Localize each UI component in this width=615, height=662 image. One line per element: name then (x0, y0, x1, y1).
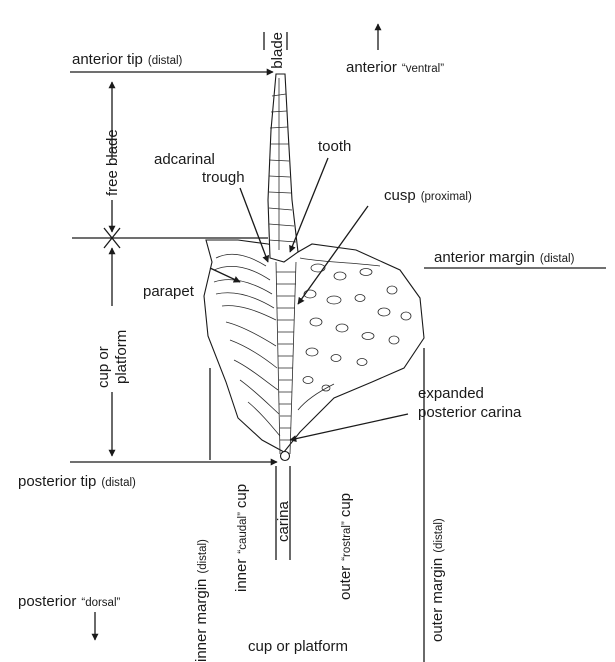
carina-label: carina (275, 500, 292, 542)
outer-cup-label: outer“rostral”cup (337, 493, 354, 600)
bottom-cup-platform-label: cup or platform (248, 638, 348, 655)
anterior-margin-label: anterior margin(distal) (434, 249, 575, 266)
inner-margin-label: inner margin(distal) (193, 539, 210, 662)
expanded-carina-label: expanded (418, 385, 484, 402)
inner-cup-label: inner“caudal”cup (233, 484, 250, 592)
platform-outline (204, 240, 424, 452)
adcarinal-trough-label-line2: trough (202, 169, 245, 186)
outer-margin-label: outer margin(distal) (429, 518, 446, 642)
tooth-label: tooth (318, 138, 351, 155)
blade-outline (268, 74, 298, 262)
cup-platform-label-line2: platform (113, 330, 130, 384)
cusp-label: cusp(proximal) (384, 187, 472, 204)
tooth-arrow (290, 158, 328, 252)
posterior-tip-label: posterior tip(distal) (18, 473, 136, 490)
parapet-label: parapet (143, 283, 195, 300)
conodont-specimen-drawing (204, 74, 424, 461)
cup-platform-label: cup or (95, 346, 112, 388)
adcarinal-trough-label: adcarinal (154, 151, 215, 168)
anterior-direction-label: anterior“ventral” (346, 59, 444, 76)
anterior-tip-label: anterior tip(distal) (72, 51, 183, 68)
posterior-direction-label: posterior“dorsal” (18, 593, 121, 610)
blade-label: blade (269, 32, 286, 69)
posterior-tip-knob (281, 452, 290, 461)
expanded-carina-label-line2: posterior carina (418, 404, 522, 421)
free-blade-label: free blade (104, 129, 121, 196)
